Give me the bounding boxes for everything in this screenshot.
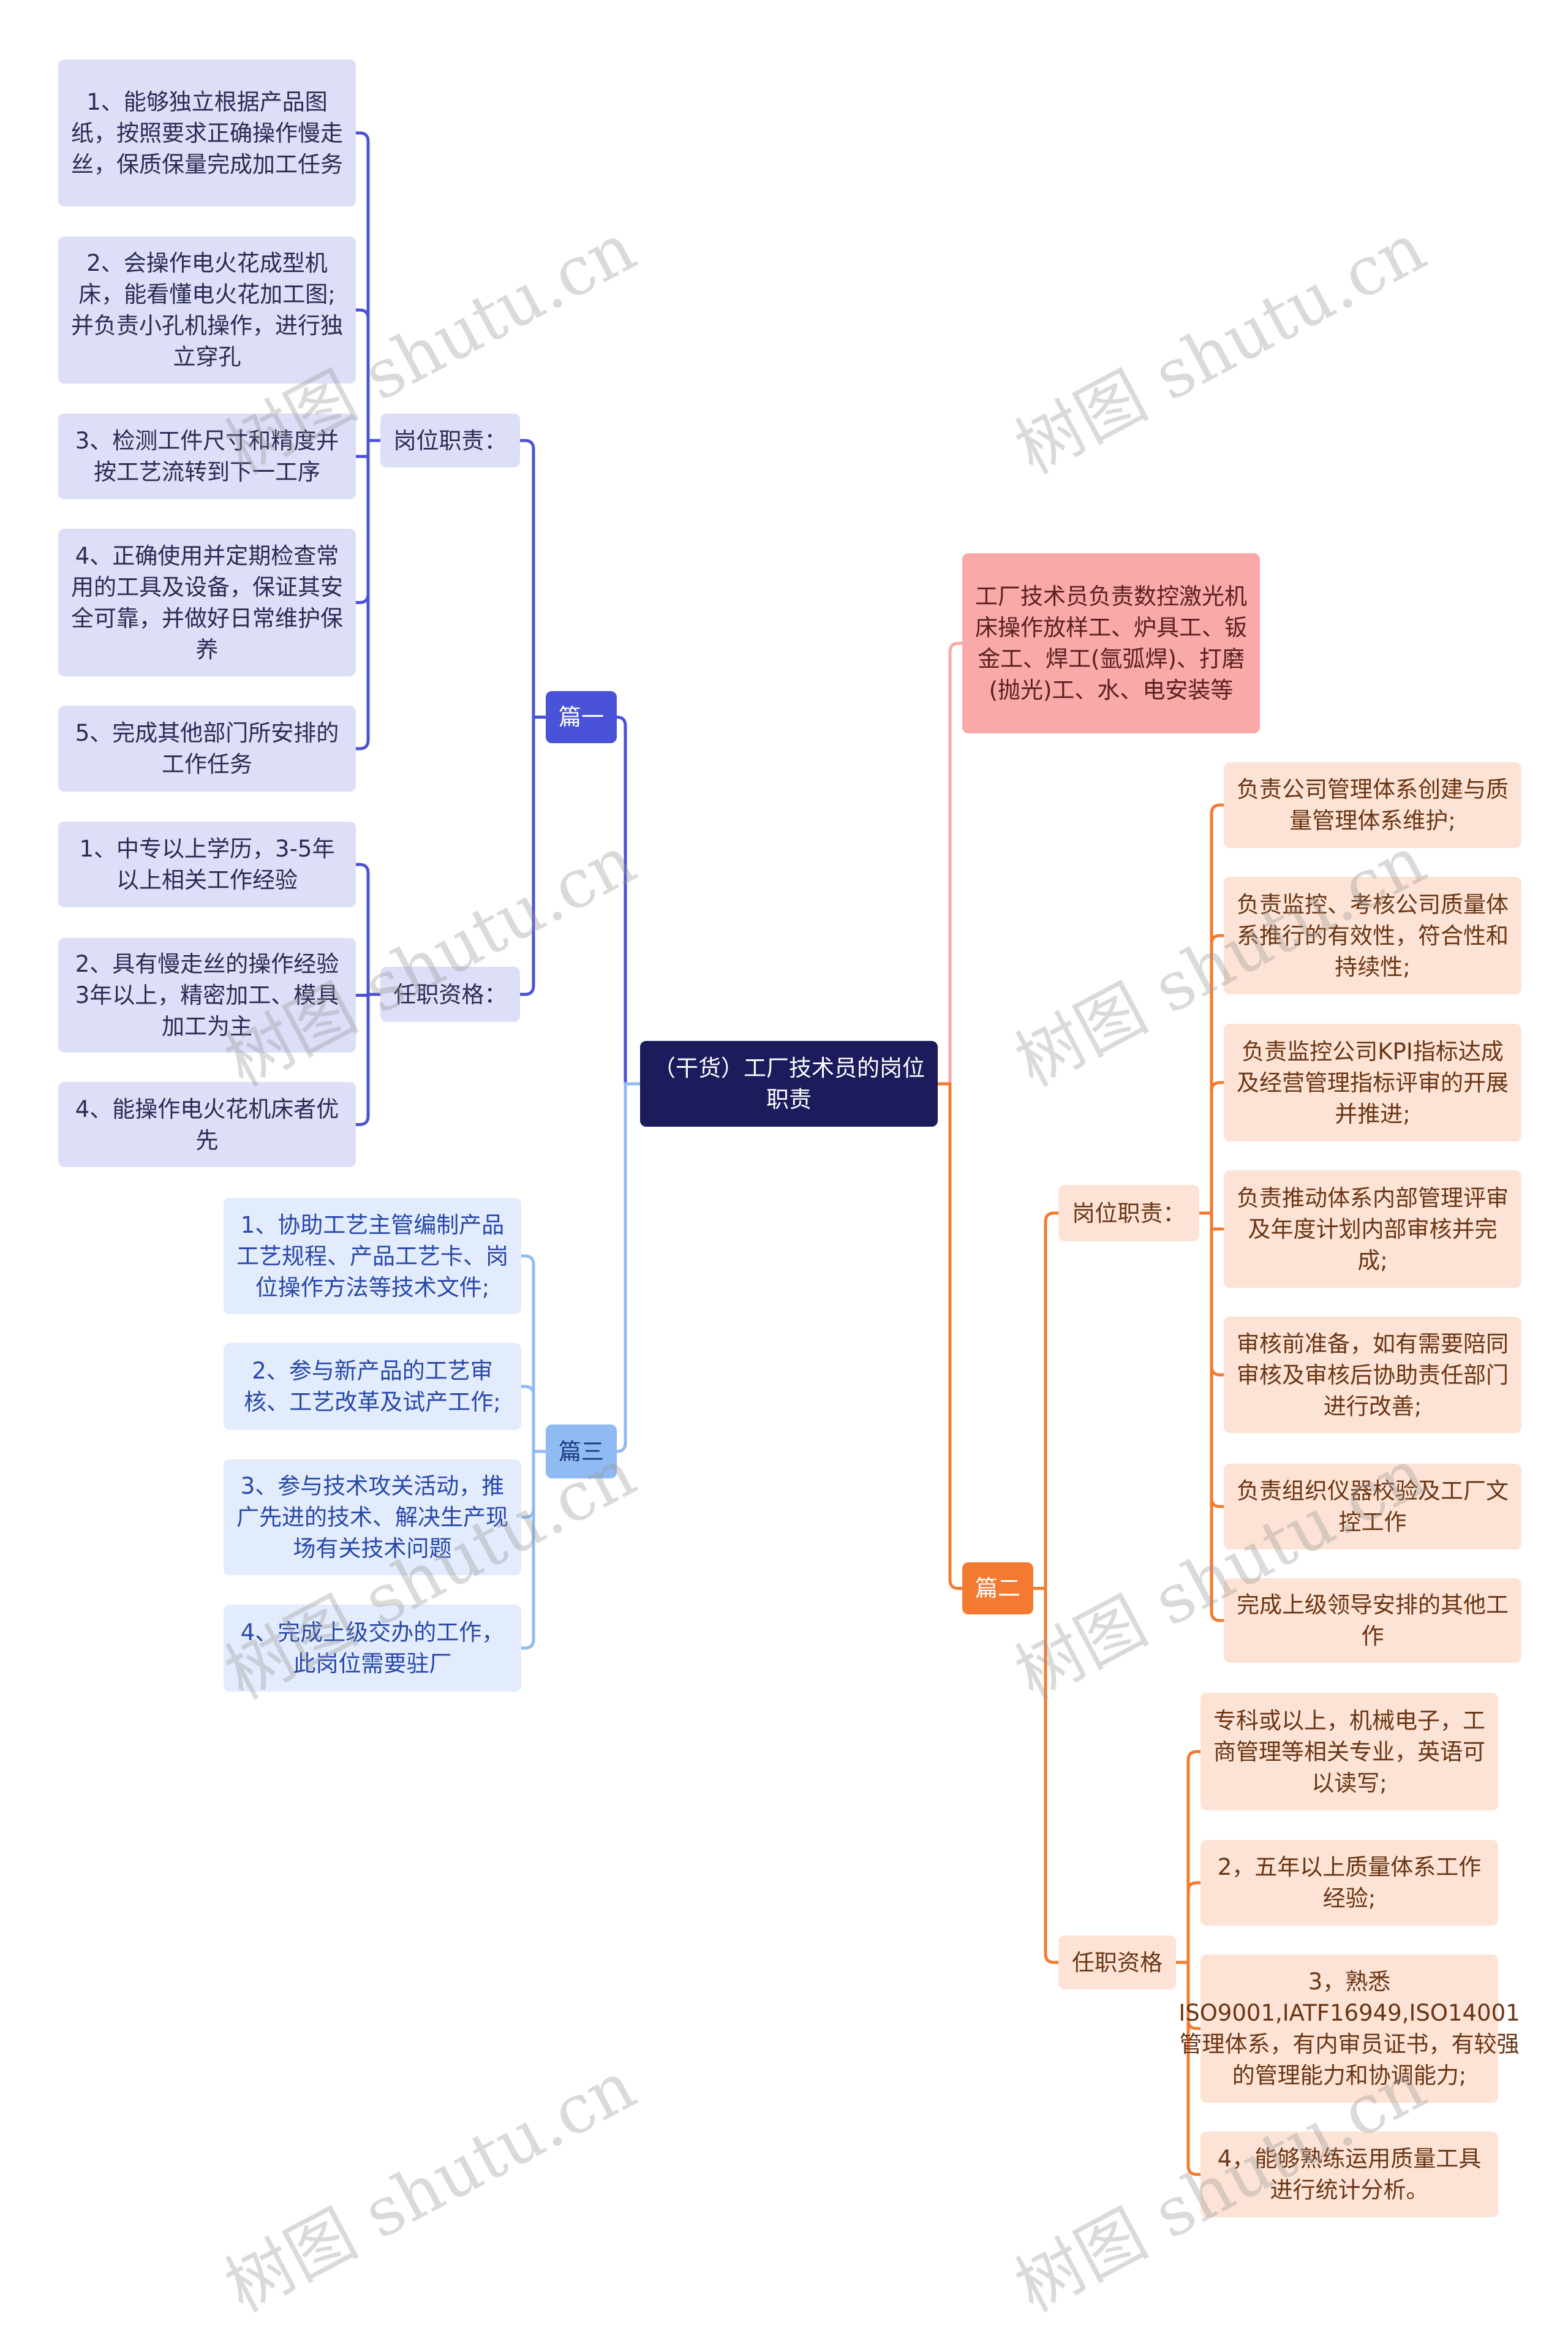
connector-b2-b2d <box>1033 1211 1058 1590</box>
branch1-duty-item[interactable]: 2、会操作电火花成型机床，能看懂电火花加工图;并负责小孔机操作，进行独立穿孔 <box>58 236 356 384</box>
branch2-qualification-item[interactable]: 3，熟悉ISO9001,IATF16949,ISO14001管理体系，有内审员证… <box>1178 1954 1520 2103</box>
connector-b2d-b2d0 <box>1199 803 1224 1215</box>
connector-b2q-b2q0 <box>1176 1750 1200 1964</box>
connector-b1d-b1d0 <box>356 131 380 442</box>
branch1-qualifications-label[interactable]: 任职资格： <box>380 967 520 1022</box>
connector-b2q-b2q1 <box>1176 1881 1200 1964</box>
branch2-qualification-item[interactable]: 2，五年以上质量体系工作经验; <box>1200 1840 1498 1926</box>
branch-pian-san[interactable]: 篇三 <box>546 1424 617 1478</box>
branch3-item[interactable]: 4、完成上级交办的工作，此岗位需要驻厂 <box>224 1605 521 1692</box>
connector-b2d-b2d1 <box>1199 934 1224 1215</box>
branch2-duty-item[interactable]: 负责公司管理体系创建与质量管理体系维护; <box>1224 762 1521 848</box>
connector-b2q-b2q3 <box>1176 1961 1200 2176</box>
branch2-qualifications-label[interactable]: 任职资格 <box>1058 1935 1176 1989</box>
connector-b3-b31 <box>521 1385 546 1453</box>
branch1-duty-item[interactable]: 4、正确使用并定期检查常用的工具及设备，保证其安全可靠，并做好日常维护保养 <box>58 529 356 676</box>
branch2-qualification-item[interactable]: 专科或以上，机械电子，工商管理等相关专业，英语可以读写; <box>1200 1693 1498 1810</box>
branch1-qualification-item[interactable]: 4、能操作电火花机床者优先 <box>58 1082 356 1167</box>
branch2-duty-item[interactable]: 完成上级领导安排的其他工作 <box>1224 1578 1521 1663</box>
branch1-duty-item[interactable]: 5、完成其他部门所安排的工作任务 <box>58 706 356 792</box>
summary-topic[interactable]: 工厂技术员负责数控激光机床操作放样工、炉具工、钣金工、焊工(氩弧焊)、打磨(抛光… <box>962 553 1260 733</box>
branch-pian-yi[interactable]: 篇一 <box>546 691 617 743</box>
connector-lines <box>356 131 1224 2176</box>
connector-b2-b2q <box>1033 1587 1058 1964</box>
connector-b2d-b2d2 <box>1199 1081 1224 1215</box>
branch3-item[interactable]: 2、参与新产品的工艺审核、工艺改革及试产工作; <box>224 1343 521 1430</box>
connector-b1-b1q <box>520 716 546 996</box>
branch2-duty-item[interactable]: 负责监控、考核公司质量体系推行的有效性，符合性和持续性; <box>1224 877 1521 994</box>
connector-b1d-b1d1 <box>356 308 380 442</box>
branch2-duties-label[interactable]: 岗位职责： <box>1058 1185 1199 1241</box>
branch2-duty-item[interactable]: 负责组织仪器校验及工厂文控工作 <box>1224 1464 1521 1549</box>
branch1-qualification-item[interactable]: 1、中专以上学历，3-5年以上相关工作经验 <box>58 822 356 907</box>
branch-pian-er[interactable]: 篇二 <box>962 1562 1033 1614</box>
branch2-duty-item[interactable]: 负责监控公司KPI指标达成及经营管理指标评审的开展并推进; <box>1224 1024 1521 1141</box>
branch1-duty-item[interactable]: 3、检测工件尺寸和精度并按工艺流转到下一工序 <box>58 414 356 499</box>
branch2-duty-item[interactable]: 负责推动体系内部管理评审及年度计划内部审核并完成; <box>1224 1170 1521 1288</box>
branch1-duty-item[interactable]: 1、能够独立根据产品图纸，按照要求正确操作慢走丝，保质保量完成加工任务 <box>58 59 356 206</box>
branch2-qualification-item[interactable]: 4，能够熟练运用质量工具进行统计分析。 <box>1200 2131 1498 2217</box>
connector-b1q-b1q0 <box>356 863 380 996</box>
branch3-item[interactable]: 3、参与技术攻关活动，推广先进的技术、解决生产现场有关技术问题 <box>224 1459 521 1575</box>
connector-b1-b1d <box>520 439 546 719</box>
connector-root-sum <box>938 641 962 1086</box>
connector-b2d-b2d6 <box>1199 1211 1224 1622</box>
connector-b1q-b1q2 <box>356 993 380 1126</box>
branch1-duties-label[interactable]: 岗位职责： <box>380 414 520 467</box>
branch1-qualification-item[interactable]: 2、具有慢走丝的操作经验3年以上，精密加工、模具加工为主 <box>58 938 356 1053</box>
connector-b1d-b1d4 <box>356 439 380 751</box>
connector-b3-b33 <box>521 1450 546 1650</box>
branch2-duty-item[interactable]: 审核前准备，如有需要陪同审核及审核后协助责任部门进行改善; <box>1224 1317 1521 1433</box>
connector-root-b1 <box>616 716 640 1086</box>
root-topic[interactable]: （干货）工厂技术员的岗位职责 <box>640 1041 938 1127</box>
connector-b3-b30 <box>521 1254 546 1453</box>
connector-root-b3 <box>616 1082 640 1453</box>
branch3-item[interactable]: 1、协助工艺主管编制产品工艺规程、产品工艺卡、岗位操作方法等技术文件; <box>224 1198 521 1314</box>
connector-root-b2 <box>938 1082 962 1590</box>
